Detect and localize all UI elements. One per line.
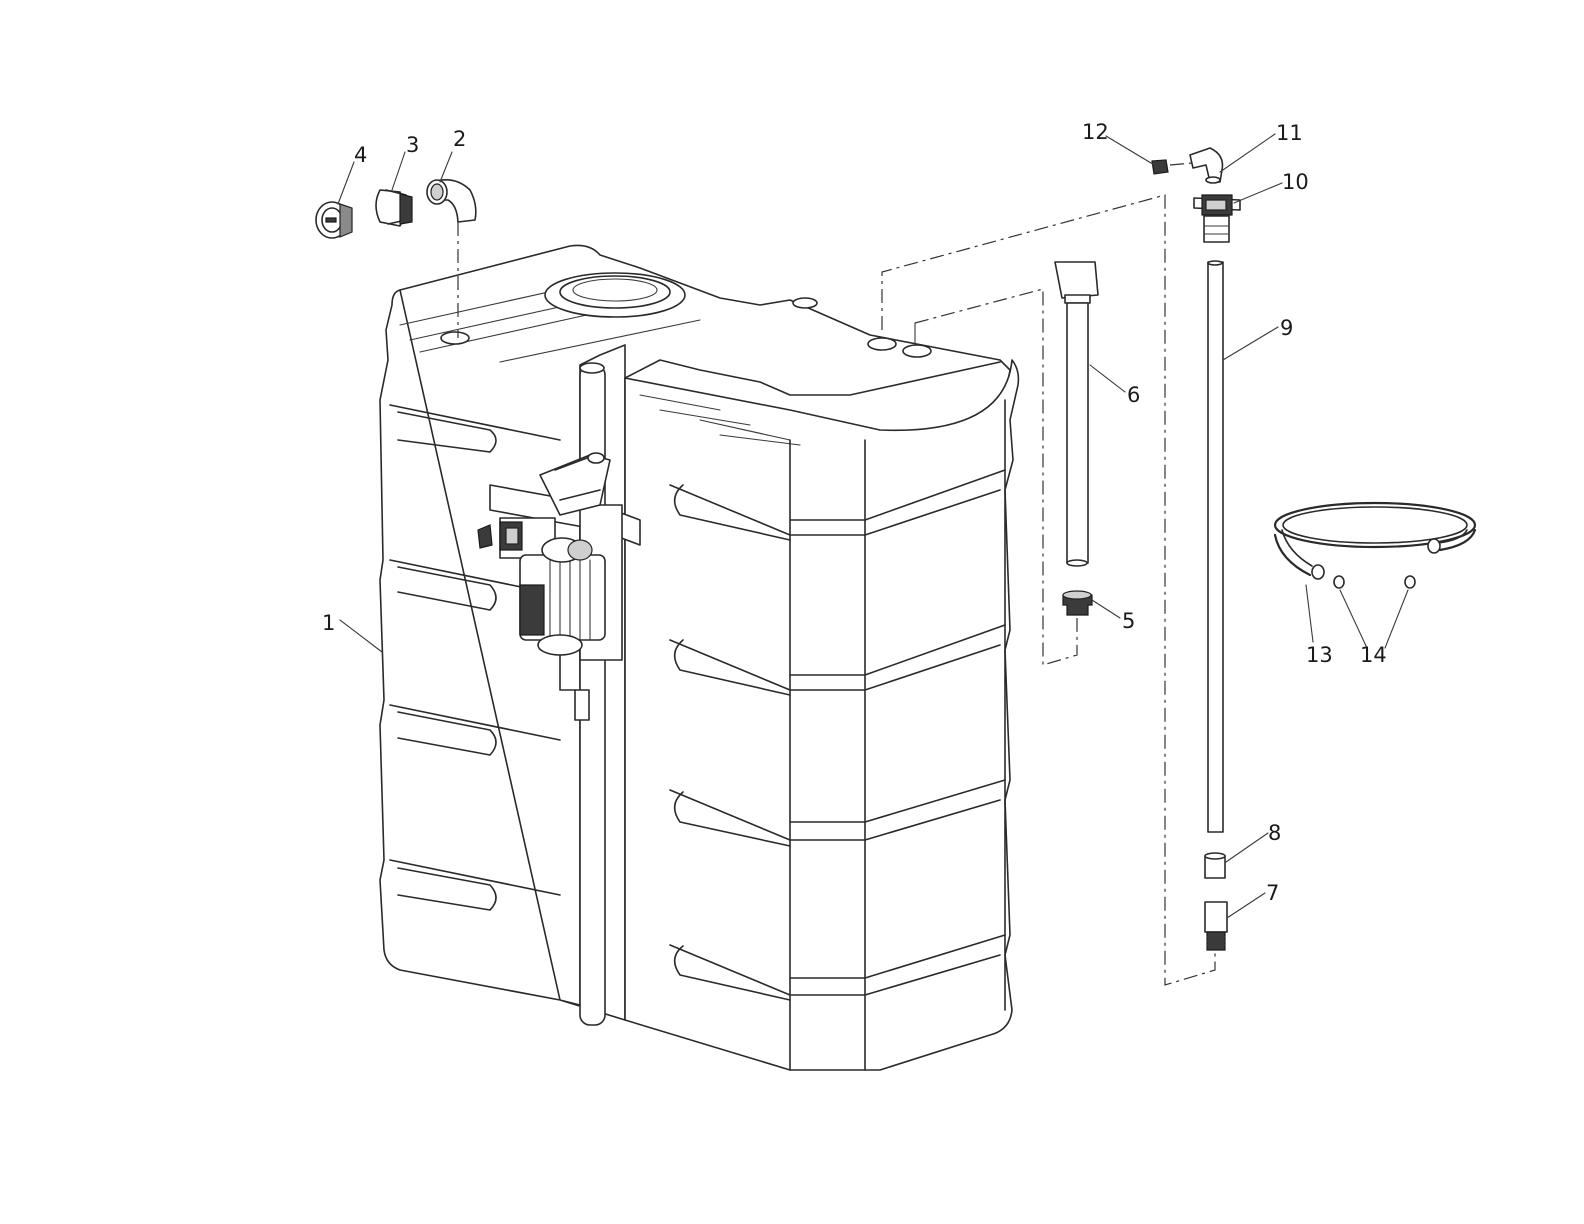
part-3-coupling [375, 189, 413, 227]
callout-9: 9 [1280, 316, 1293, 340]
callout-14: 14 [1360, 643, 1387, 667]
part-7-nipple [1204, 901, 1228, 951]
leader-14a [1339, 589, 1368, 649]
leader-11 [1219, 133, 1276, 173]
assembly-line-5-6 [914, 288, 1078, 666]
part-8-reducer [1204, 852, 1226, 879]
leader-8 [1225, 832, 1269, 863]
pump-assembly [477, 452, 641, 721]
leader-3 [391, 151, 406, 191]
part-13-hose [1273, 501, 1477, 580]
assembly-line-7-12 [881, 194, 1216, 986]
leader-2 [439, 151, 453, 183]
callout-3: 3 [406, 133, 419, 157]
part-6-suction-tube [1054, 261, 1099, 567]
part-4-cap [315, 201, 353, 239]
leader-13 [1305, 584, 1314, 643]
leader-5 [1091, 599, 1121, 619]
callout-12: 12 [1082, 120, 1109, 144]
callout-4: 4 [354, 143, 367, 167]
part-14-clamps [1333, 575, 1416, 589]
callout-2: 2 [453, 127, 466, 151]
leader-6 [1089, 364, 1126, 393]
callout-7: 7 [1266, 881, 1279, 905]
leader-1 [339, 619, 383, 653]
callout-13: 13 [1306, 643, 1333, 667]
leader-14b [1384, 589, 1409, 649]
callout-5: 5 [1122, 609, 1135, 633]
callout-labels: 1 2 3 4 5 6 7 8 9 10 11 12 13 14 [322, 120, 1387, 905]
callout-10: 10 [1282, 170, 1309, 194]
part-11-elbow [1189, 147, 1224, 184]
leader-lines [337, 133, 1409, 919]
part-10-valve [1193, 194, 1241, 243]
part-5-bushing [1062, 590, 1093, 616]
part-12-plug [1151, 159, 1169, 175]
callout-6: 6 [1127, 383, 1140, 407]
leader-4 [337, 161, 355, 205]
callout-11: 11 [1276, 121, 1303, 145]
leader-9 [1222, 326, 1279, 361]
leader-12 [1105, 135, 1157, 167]
part-2-elbow [426, 179, 477, 223]
leader-7 [1226, 892, 1266, 919]
callout-1: 1 [322, 611, 335, 635]
part-9-pipe [1207, 260, 1224, 833]
tank [379, 244, 1020, 1071]
leader-10 [1233, 182, 1283, 204]
callout-8: 8 [1268, 821, 1281, 845]
assembly-line-11-12 [1169, 162, 1193, 166]
